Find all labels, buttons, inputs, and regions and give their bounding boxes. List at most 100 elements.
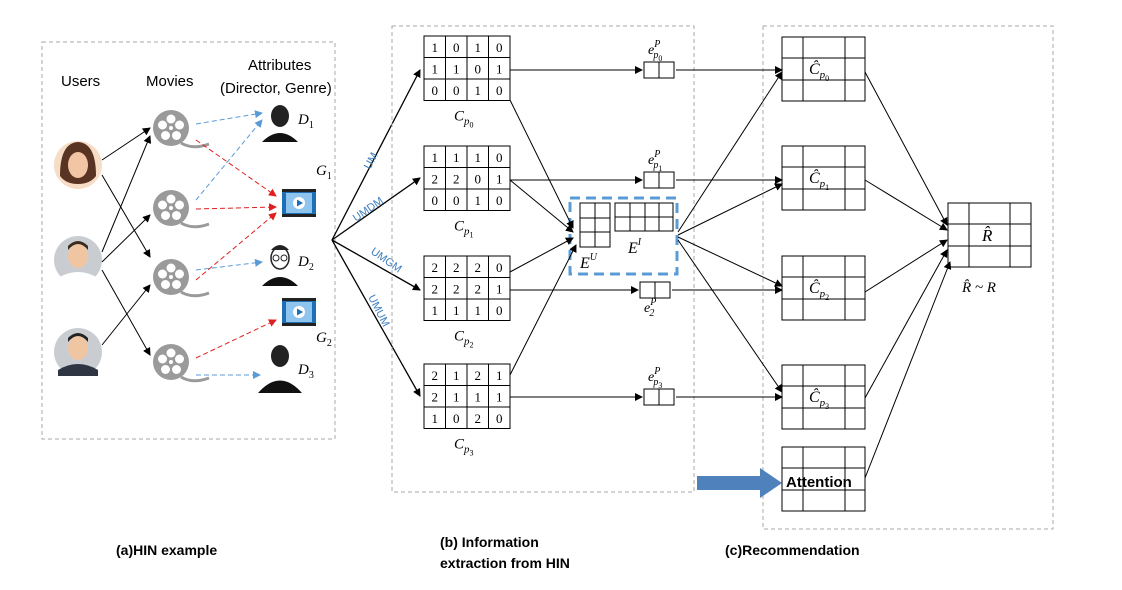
matrix-cell: 1 (432, 61, 439, 76)
matrix-cell: 0 (453, 40, 460, 55)
matrix-cell: 1 (475, 389, 482, 404)
matrix-cell: 0 (496, 83, 503, 98)
matrix-cell: 2 (453, 281, 460, 296)
matrix-cell: 1 (496, 171, 503, 186)
matrix-cell: 1 (475, 83, 482, 98)
shared-embedding-box (568, 196, 679, 276)
matrix-cell: 1 (496, 61, 503, 76)
matrix-cell: 1 (453, 303, 460, 318)
count-matrix-label-1: Cp1 (454, 219, 474, 240)
user-movie-edges (101, 127, 152, 356)
matrix-cell: 1 (432, 150, 439, 165)
matrix-cell: 1 (496, 281, 503, 296)
matrix-cell: 1 (432, 303, 439, 318)
matrix-cell: 0 (496, 411, 503, 426)
caption-panel-a: (a)HIN example (116, 542, 217, 558)
matrix-cell: 1 (453, 61, 460, 76)
user-avatar-male-1 (54, 236, 102, 284)
matrix-cell: 1 (453, 150, 460, 165)
matrix-cell: 2 (453, 171, 460, 186)
matrix-cell: 1 (496, 389, 503, 404)
matrix-cell: 2 (475, 281, 482, 296)
rhat-matrix (947, 202, 1032, 268)
panel-c-frame (762, 25, 1054, 530)
movie-reel-icon-2 (151, 188, 211, 229)
movie-reel-icon-1 (151, 108, 211, 149)
caption-panel-c: (c)Recommendation (725, 542, 860, 558)
matrix-cell: 1 (453, 368, 460, 383)
user-embedding-matrix (579, 202, 611, 248)
matrix-to-vector-edges (510, 66, 643, 401)
count-matrix-label-3: Cp3 (454, 437, 474, 458)
reconstructed-matrix-label-1: Ĉp1 (809, 168, 829, 192)
reconstructed-matrix-0: Ĉp0 (781, 36, 866, 102)
rhat-label: R̂ (981, 226, 993, 245)
reconstructed-matrix-label-2: Ĉp2 (809, 278, 829, 302)
matrix-cell: 2 (432, 281, 439, 296)
matrix-cell: 1 (475, 303, 482, 318)
reconstructed-matrix-label-0: Ĉp0 (809, 59, 829, 83)
panel-a-frame (41, 41, 336, 440)
eu-label: EU (579, 252, 598, 272)
reconstructed-matrix-label-3: Ĉp3 (809, 387, 829, 411)
attention-label: Attention (786, 474, 852, 491)
movies-label: Movies (146, 73, 194, 90)
path-label-umdm: UMDM (351, 195, 386, 224)
matrix-cell: 1 (432, 40, 439, 55)
vector-to-reconstruction-edges (672, 66, 783, 401)
matrix-cell: 2 (432, 260, 439, 275)
path-label-um: UM (362, 151, 381, 172)
genre-icon-g1 (282, 189, 316, 217)
director-icon-d2 (262, 245, 298, 286)
ei-label: EI (627, 237, 642, 257)
caption-panel-b-line1: (b) Information (440, 534, 539, 550)
users-label: Users (61, 73, 100, 90)
matrix-cell: 0 (453, 193, 460, 208)
movie-director-edges (195, 110, 263, 379)
reconstructed-matrix-3: Ĉp3 (781, 364, 866, 430)
attributes-sublabel: (Director, Genre) (220, 80, 332, 97)
matrix-cell: 0 (496, 40, 503, 55)
matrix-cell: 2 (475, 411, 482, 426)
matrix-cell: 0 (496, 260, 503, 275)
matrix-cell: 0 (432, 193, 439, 208)
matrix-cell: 2 (475, 368, 482, 383)
caption-panel-b-line2: extraction from HIN (440, 555, 570, 571)
attention-input-arrow (697, 468, 782, 498)
g1-label: G1 (316, 163, 332, 182)
movie-genre-edges (195, 139, 277, 359)
user-avatar-female (54, 141, 102, 189)
meta-path-edges (331, 69, 421, 397)
matrix-cell: 0 (496, 303, 503, 318)
matrix-to-embedding-edges (509, 99, 577, 376)
count-matrix-label-2: Cp2 (454, 329, 474, 350)
matrix-cell: 0 (453, 411, 460, 426)
attention-matrix (781, 446, 866, 512)
matrix-cell: 1 (475, 193, 482, 208)
matrix-cell: 1 (475, 40, 482, 55)
user-avatar-male-2 (54, 328, 102, 376)
item-embedding-matrix (614, 202, 674, 232)
d3-label: D3 (297, 362, 314, 381)
d2-label: D2 (297, 254, 314, 273)
movie-reel-icon-3 (151, 257, 211, 298)
director-icon-d1 (262, 105, 298, 142)
matrix-cell: 1 (496, 368, 503, 383)
matrix-cell: 2 (453, 260, 460, 275)
matrix-cell: 0 (453, 83, 460, 98)
matrix-cell: 2 (475, 260, 482, 275)
matrix-cell: 2 (432, 171, 439, 186)
